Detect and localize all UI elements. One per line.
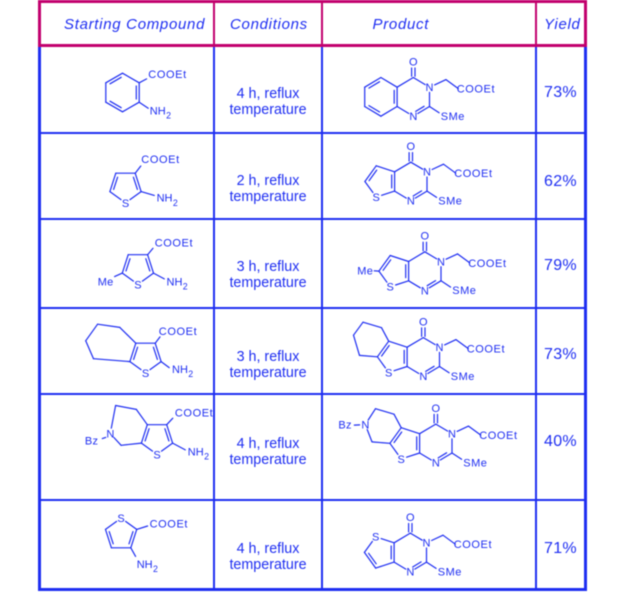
svg-text:2: 2	[153, 564, 158, 574]
svg-text:COOEt: COOEt	[468, 258, 506, 270]
svg-text:S: S	[117, 513, 124, 525]
svg-text:COOEt: COOEt	[175, 408, 213, 420]
svg-text:O: O	[419, 316, 428, 328]
svg-text:COOEt: COOEt	[150, 519, 188, 531]
svg-text:Bz: Bz	[338, 420, 351, 432]
svg-text:COOEt: COOEt	[454, 539, 492, 551]
svg-text:S: S	[153, 449, 160, 461]
svg-text:COOEt: COOEt	[155, 238, 193, 250]
svg-text:S: S	[385, 367, 392, 379]
svg-text:N: N	[448, 429, 456, 441]
svg-text:Bz: Bz	[85, 435, 98, 447]
svg-text:N: N	[406, 567, 414, 579]
svg-text:COOEt: COOEt	[479, 430, 517, 442]
svg-text:S: S	[122, 198, 129, 210]
svg-text:2: 2	[188, 369, 193, 379]
svg-text:N: N	[432, 458, 440, 470]
svg-text:NH: NH	[167, 277, 183, 289]
svg-text:NH: NH	[150, 105, 166, 117]
svg-text:N: N	[426, 82, 434, 94]
svg-text:2: 2	[166, 111, 171, 121]
svg-text:N: N	[106, 428, 114, 440]
svg-text:S: S	[134, 279, 141, 291]
svg-text:N: N	[436, 342, 444, 354]
svg-text:2: 2	[183, 282, 188, 292]
svg-text:N: N	[423, 167, 431, 179]
svg-text:N: N	[423, 538, 431, 550]
svg-text:N: N	[409, 111, 417, 123]
svg-text:O: O	[407, 141, 416, 153]
svg-text:SMe: SMe	[438, 566, 462, 578]
svg-text:Me: Me	[357, 265, 373, 277]
svg-text:NH: NH	[137, 559, 153, 571]
svg-text:O: O	[421, 231, 430, 243]
svg-text:N: N	[437, 256, 445, 268]
svg-text:SMe: SMe	[441, 111, 465, 123]
svg-text:COOEt: COOEt	[159, 326, 197, 338]
svg-text:2: 2	[173, 198, 178, 208]
svg-text:NH: NH	[172, 364, 188, 376]
svg-text:COOEt: COOEt	[467, 344, 505, 356]
svg-text:O: O	[432, 403, 441, 415]
svg-text:SMe: SMe	[451, 371, 475, 383]
svg-text:COOEt: COOEt	[457, 84, 495, 96]
svg-text:S: S	[373, 192, 380, 204]
svg-text:COOEt: COOEt	[148, 69, 186, 81]
svg-text:S: S	[398, 454, 405, 466]
svg-text:SMe: SMe	[463, 457, 487, 469]
svg-text:NH: NH	[188, 446, 204, 458]
svg-text:2: 2	[204, 452, 209, 462]
svg-text:SMe: SMe	[452, 285, 476, 297]
svg-text:SMe: SMe	[438, 195, 462, 207]
svg-text:N: N	[407, 196, 415, 208]
svg-text:Me: Me	[98, 277, 114, 289]
svg-text:O: O	[406, 512, 415, 524]
svg-text:COOEt: COOEt	[454, 168, 492, 180]
svg-text:NH: NH	[157, 193, 173, 205]
svg-text:N: N	[361, 419, 369, 431]
svg-text:S: S	[387, 282, 394, 294]
svg-text:O: O	[409, 56, 418, 68]
svg-text:S: S	[372, 532, 379, 544]
svg-text:N: N	[419, 371, 427, 383]
svg-text:COOEt: COOEt	[141, 154, 179, 166]
svg-text:N: N	[421, 285, 429, 297]
svg-text:S: S	[142, 368, 149, 380]
